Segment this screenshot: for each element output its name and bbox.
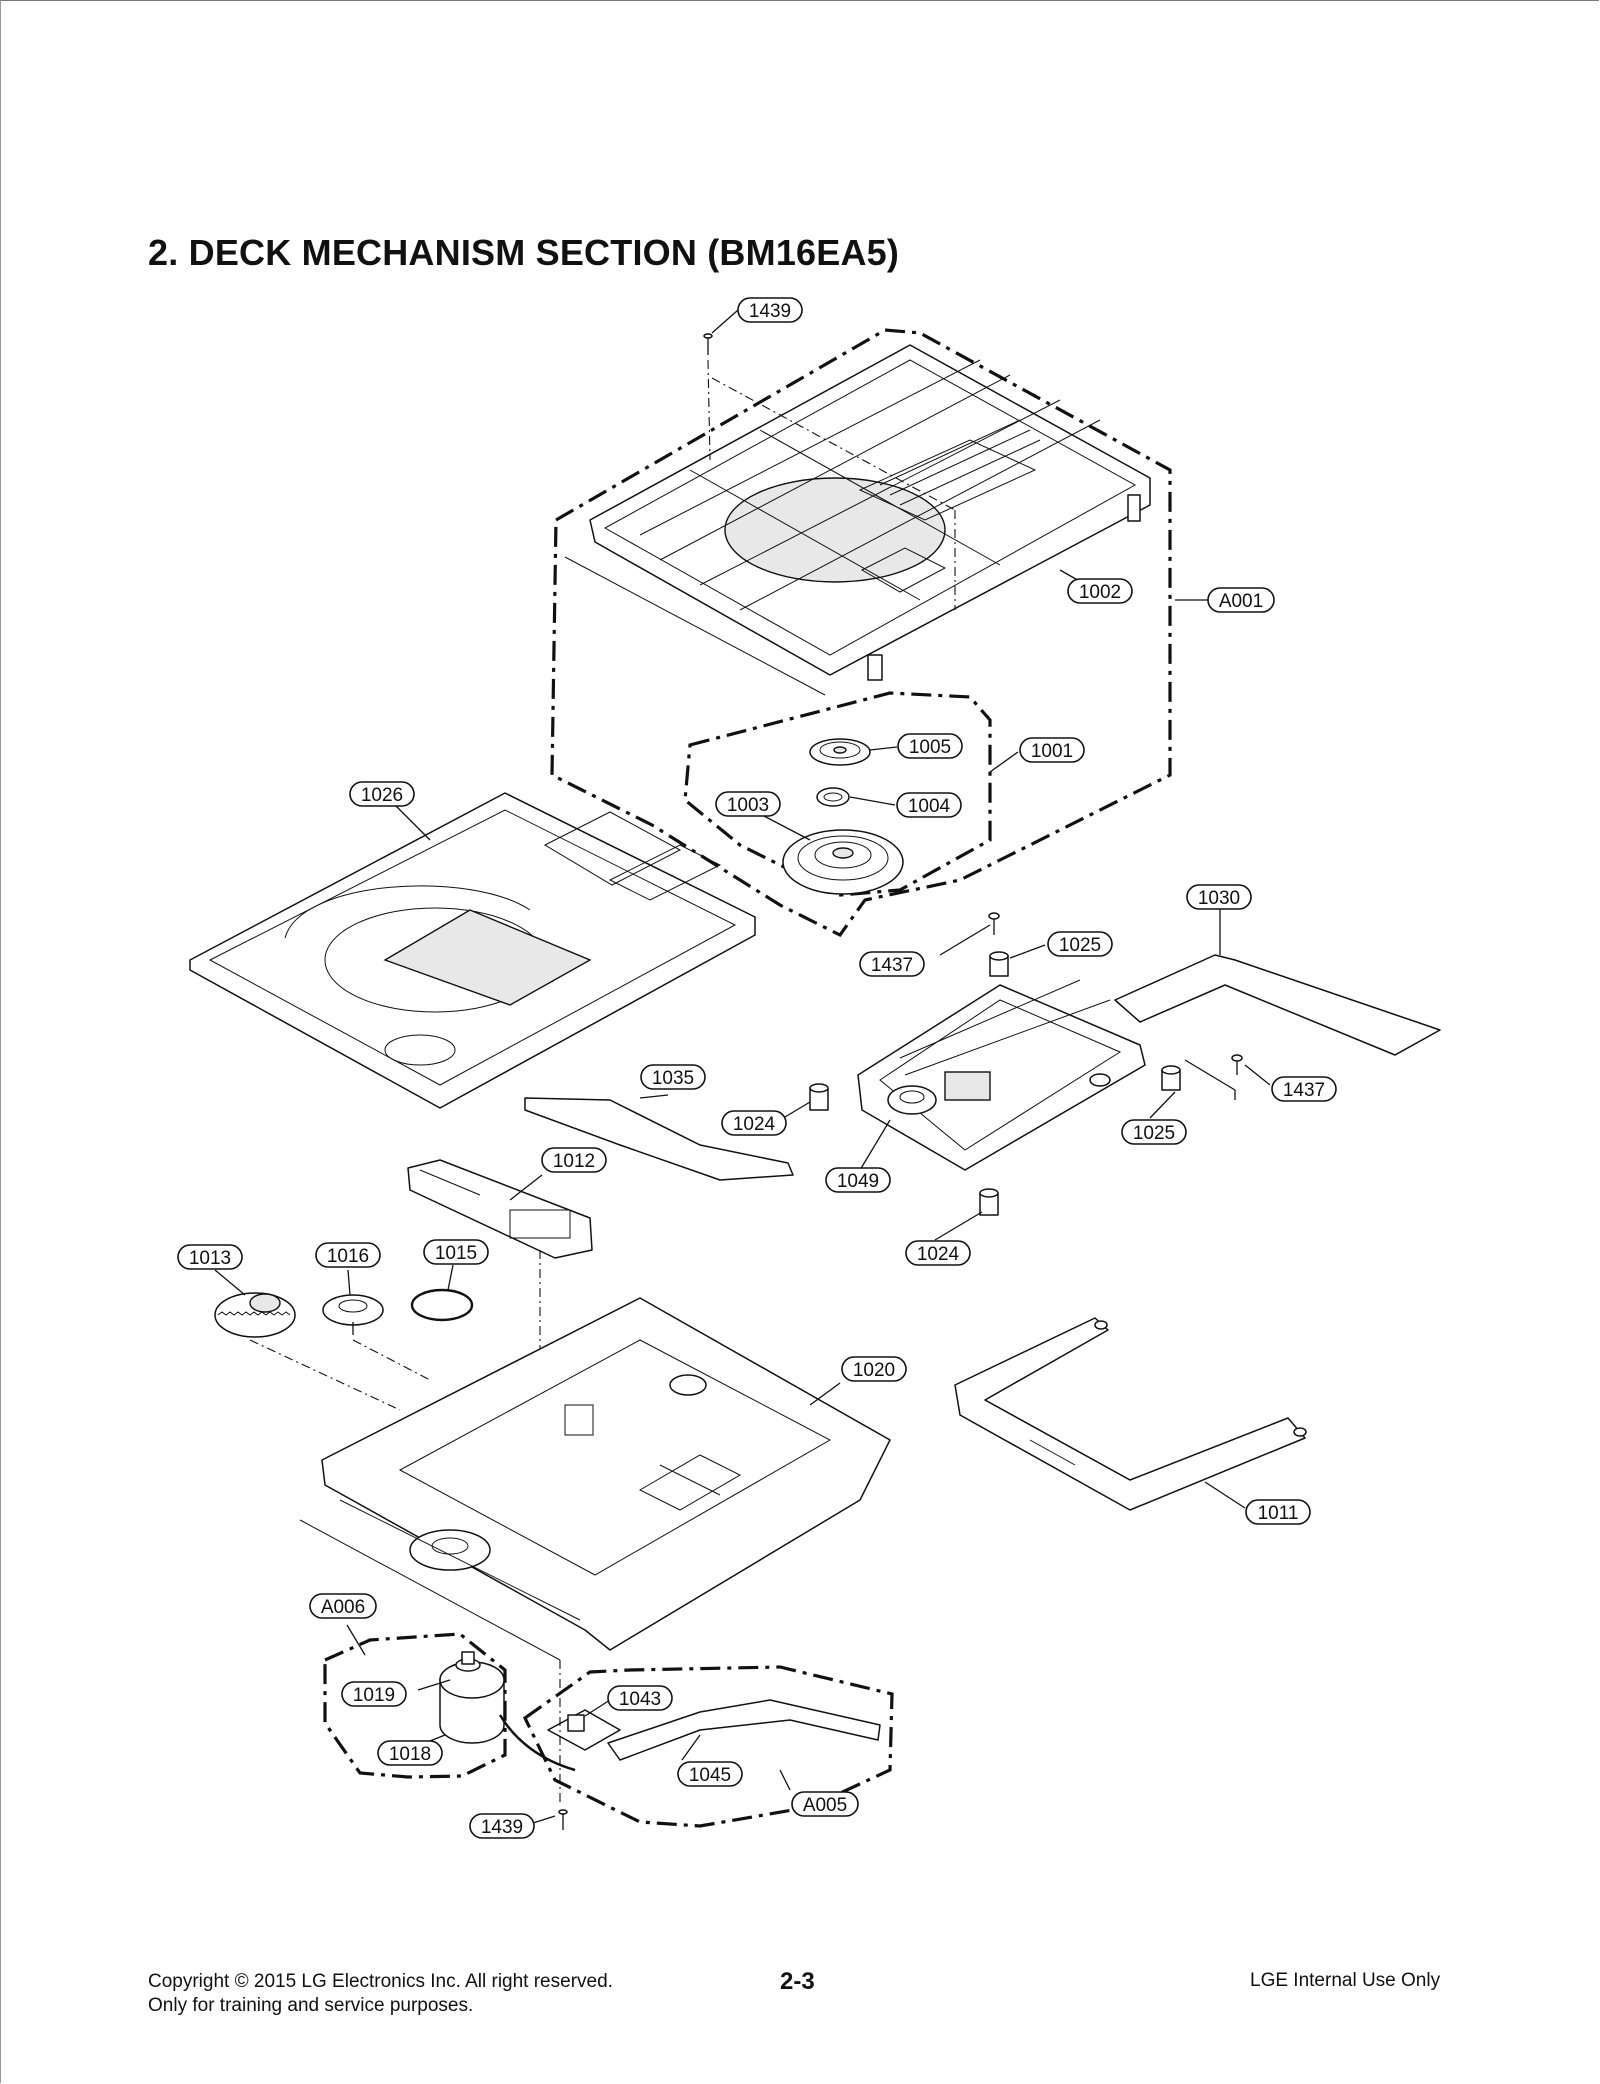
callout-1437-left: 1437 <box>859 951 925 977</box>
callout-1011: 1011 <box>1245 1499 1311 1525</box>
part-1024-damper-left <box>809 1083 829 1111</box>
callout-1035: 1035 <box>640 1064 706 1090</box>
svg-text:1439: 1439 <box>481 1817 523 1838</box>
page-number: 2-3 <box>780 1968 815 1995</box>
svg-text:1019: 1019 <box>353 1685 395 1706</box>
svg-text:1025: 1025 <box>1133 1123 1175 1144</box>
part-1005-clamper <box>809 738 871 766</box>
part-1025-damper-right <box>1161 1065 1181 1091</box>
callout-1012: 1012 <box>541 1147 607 1173</box>
svg-text:A006: A006 <box>321 1597 365 1618</box>
svg-text:A005: A005 <box>803 1795 847 1816</box>
callout-1043: 1043 <box>607 1685 673 1711</box>
callout-1018: 1018 <box>377 1740 443 1766</box>
callout-1004: 1004 <box>896 792 962 818</box>
part-1011-bracket <box>954 1317 1307 1511</box>
callout-1026: 1026 <box>349 781 415 807</box>
callout-1019: 1019 <box>341 1681 407 1707</box>
callout-1024-left: 1024 <box>721 1110 787 1136</box>
part-1013-gear <box>214 1292 296 1338</box>
callout-1001: 1001 <box>1019 737 1085 763</box>
footer-copyright: Copyright © 2015 LG Electronics Inc. All… <box>148 1971 613 1992</box>
footer-purpose: Only for training and service purposes. <box>148 1995 474 2016</box>
svg-text:1018: 1018 <box>389 1744 431 1765</box>
svg-text:1026: 1026 <box>361 785 403 806</box>
callout-1045: 1045 <box>677 1761 743 1787</box>
group-outline-a006 <box>323 1632 507 1779</box>
part-1030-flat-cable <box>1114 954 1441 1056</box>
callout-1030: 1030 <box>1186 884 1252 910</box>
callout-1016: 1016 <box>315 1242 381 1268</box>
part-1024-damper-bottom <box>979 1188 999 1216</box>
part-1437-screw-a <box>988 912 1000 935</box>
callout-1025-right: 1025 <box>1121 1119 1187 1145</box>
callout-1002: 1002 <box>1067 578 1133 604</box>
callout-a001: A001 <box>1207 587 1275 613</box>
svg-text:1011: 1011 <box>1258 1503 1299 1524</box>
callout-1024-bottom: 1024 <box>905 1240 971 1266</box>
part-1043-switch-pcb <box>547 1709 621 1751</box>
svg-text:1004: 1004 <box>908 796 951 817</box>
callout-1003: 1003 <box>715 791 781 817</box>
callout-a005: A005 <box>791 1791 859 1817</box>
part-1019-pulley <box>455 1651 481 1672</box>
svg-text:1437: 1437 <box>1283 1080 1325 1101</box>
callout-1005: 1005 <box>897 733 963 759</box>
group-outline-a005 <box>522 1665 894 1828</box>
callout-1049: 1049 <box>825 1167 891 1193</box>
svg-text:1035: 1035 <box>652 1068 694 1089</box>
callout-1020: 1020 <box>841 1356 907 1382</box>
svg-text:1043: 1043 <box>619 1689 661 1710</box>
part-1026-tray <box>189 792 756 1109</box>
part-1025-damper-top <box>989 951 1009 977</box>
callout-1013: 1013 <box>177 1244 243 1270</box>
group-outline-1001 <box>683 691 992 897</box>
svg-text:1439: 1439 <box>749 301 791 322</box>
svg-text:A001: A001 <box>1219 591 1263 612</box>
part-1437-screw-b <box>1184 1054 1243 1100</box>
part-1020-loader-base <box>299 1297 891 1661</box>
svg-text:1013: 1013 <box>189 1248 231 1269</box>
svg-text:1024: 1024 <box>917 1244 960 1265</box>
footer-internal-notice: LGE Internal Use Only <box>1250 1970 1441 1991</box>
svg-text:1020: 1020 <box>853 1360 895 1381</box>
svg-text:1001: 1001 <box>1031 741 1073 762</box>
part-1016-pulley <box>322 1294 384 1335</box>
callout-1439-bottom: 1439 <box>469 1813 535 1839</box>
part-1002-tray-cover <box>564 344 1151 696</box>
callout-1439-top: 1439 <box>737 297 803 323</box>
callout-1025-top: 1025 <box>1047 931 1113 957</box>
svg-text:1002: 1002 <box>1079 582 1121 603</box>
part-1015-belt <box>410 1288 474 1322</box>
svg-text:1012: 1012 <box>553 1151 595 1172</box>
part-1003-clamp-plate <box>782 829 904 895</box>
group-outline-a001 <box>550 328 1172 938</box>
svg-text:1025: 1025 <box>1059 935 1101 956</box>
part-1035-flat-cable <box>524 1097 794 1181</box>
part-1018-motor <box>439 1661 505 1744</box>
svg-text:1049: 1049 <box>837 1171 879 1192</box>
callout-a006: A006 <box>309 1593 377 1619</box>
part-1049-traverse <box>857 979 1146 1171</box>
page-title: 2. DECK MECHANISM SECTION (BM16EA5) <box>148 232 900 273</box>
svg-text:1030: 1030 <box>1198 888 1240 909</box>
svg-text:1005: 1005 <box>909 737 951 758</box>
footer-copyright-block: Copyright © 2015 LG Electronics Inc. All… <box>148 1970 613 2018</box>
svg-text:1024: 1024 <box>733 1114 776 1135</box>
part-1439-screw-top <box>703 333 956 610</box>
svg-text:1045: 1045 <box>689 1765 731 1786</box>
svg-text:1003: 1003 <box>727 795 769 816</box>
svg-text:1015: 1015 <box>435 1243 477 1264</box>
part-1439-screw-bottom <box>558 1809 568 1830</box>
callout-1015: 1015 <box>423 1239 489 1265</box>
part-1045-flat-cable <box>607 1699 881 1761</box>
svg-text:1016: 1016 <box>327 1246 369 1267</box>
callout-1437-right: 1437 <box>1271 1076 1337 1102</box>
svg-text:1437: 1437 <box>871 955 913 976</box>
part-1004-magnet <box>816 787 850 807</box>
